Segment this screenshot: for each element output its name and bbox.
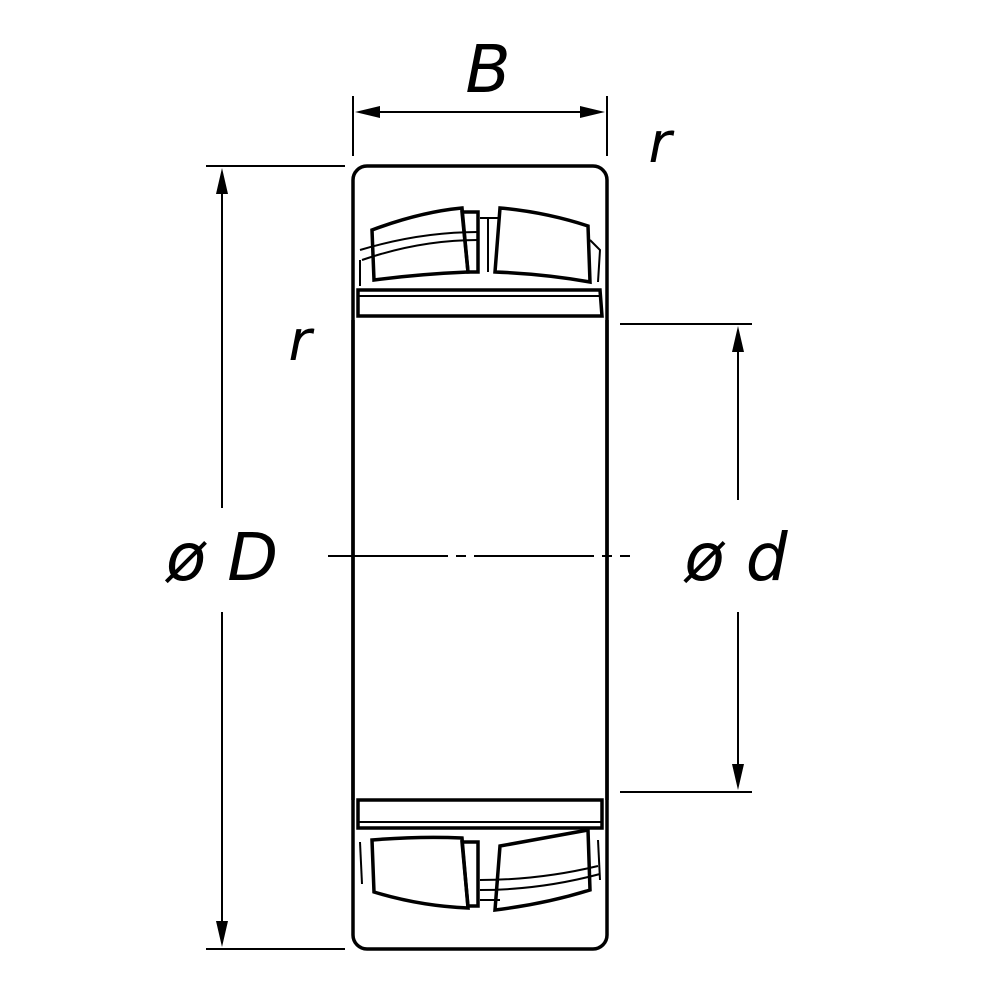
- outer-diameter-label: ø D: [165, 519, 278, 596]
- width-dimension: [352, 96, 608, 156]
- outer-ring-outline: [351, 164, 609, 951]
- width-label: B: [465, 31, 510, 108]
- radius-label-top: r: [648, 111, 674, 176]
- bottom-rollers: [359, 827, 601, 912]
- top-rollers: [359, 206, 602, 286]
- bore-diameter-dimension: [620, 323, 752, 793]
- bottom-inner-ring: [356, 798, 604, 830]
- radius-label-side: r: [288, 309, 314, 374]
- bore-diameter-label: ø d: [683, 519, 788, 596]
- outer-diameter-dimension: [206, 165, 345, 950]
- top-inner-ring: [356, 288, 604, 318]
